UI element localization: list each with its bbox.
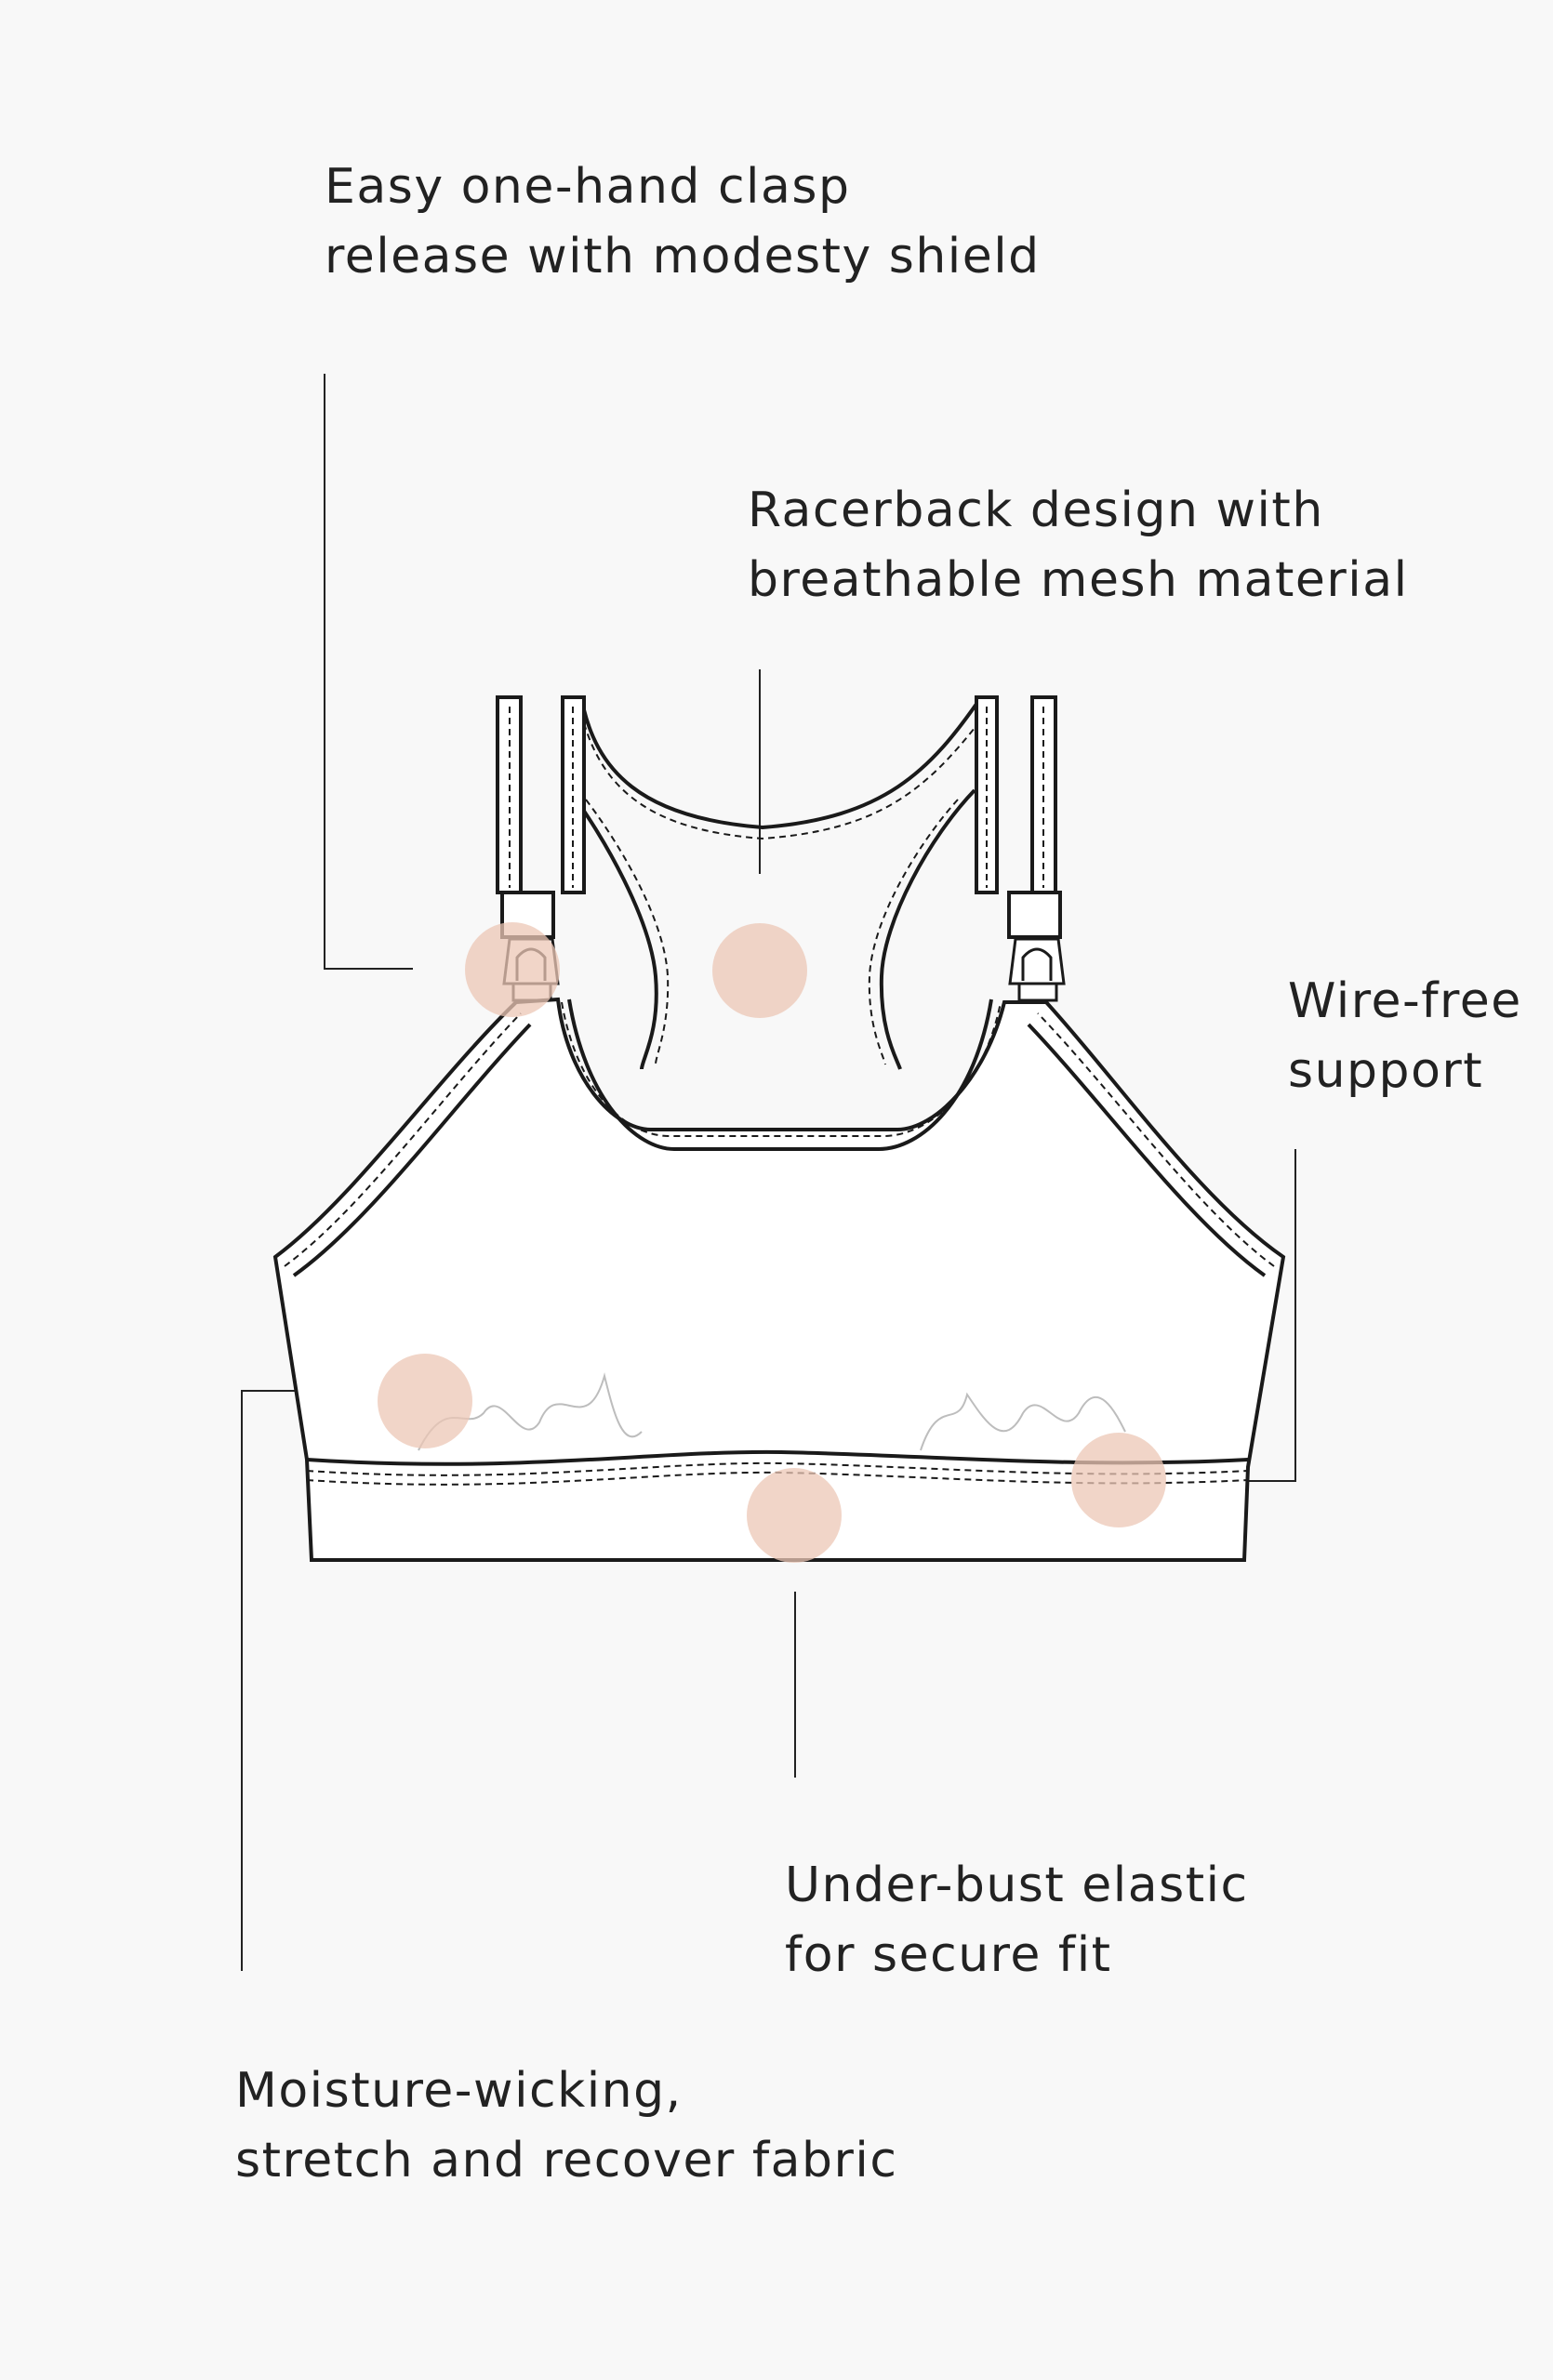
callout-under-bust-line1: Under-bust elastic: [785, 1858, 1249, 1913]
callout-clasp: Easy one-hand clasp release with modesty…: [325, 152, 1041, 292]
callout-under-bust: Under-bust elastic for secure fit: [785, 1851, 1249, 1990]
callout-racerback: Racerback design with breathable mesh ma…: [748, 476, 1409, 615]
callout-wire-free-line1: Wire-free: [1288, 973, 1522, 1029]
callout-fabric: Moisture-wicking, stretch and recover fa…: [235, 2056, 897, 2196]
callout-fabric-line2: stretch and recover fabric: [235, 2133, 898, 2188]
marker-wire-free: [1071, 1433, 1166, 1527]
callout-clasp-line1: Easy one-hand clasp: [325, 159, 851, 215]
feature-markers: [378, 922, 1166, 1563]
callout-clasp-line2: release with modesty shield: [325, 229, 1041, 284]
callout-under-bust-line2: for secure fit: [785, 1927, 1112, 1983]
callout-wire-free: Wire-free support: [1288, 967, 1522, 1106]
marker-under-bust: [747, 1468, 842, 1563]
marker-clasp: [465, 922, 560, 1017]
front-panel: [272, 997, 1286, 1562]
racerback-panel: [567, 695, 983, 1070]
callout-racerback-line2: breathable mesh material: [748, 552, 1409, 608]
leader-line-clasp: [324, 374, 413, 970]
marker-racerback: [712, 923, 807, 1018]
marker-fabric: [378, 1354, 472, 1448]
callout-racerback-line1: Racerback design with: [748, 483, 1324, 538]
callout-fabric-line1: Moisture-wicking,: [235, 2063, 683, 2119]
callout-wire-free-line2: support: [1288, 1043, 1484, 1099]
shoulder-straps: [496, 695, 1062, 939]
